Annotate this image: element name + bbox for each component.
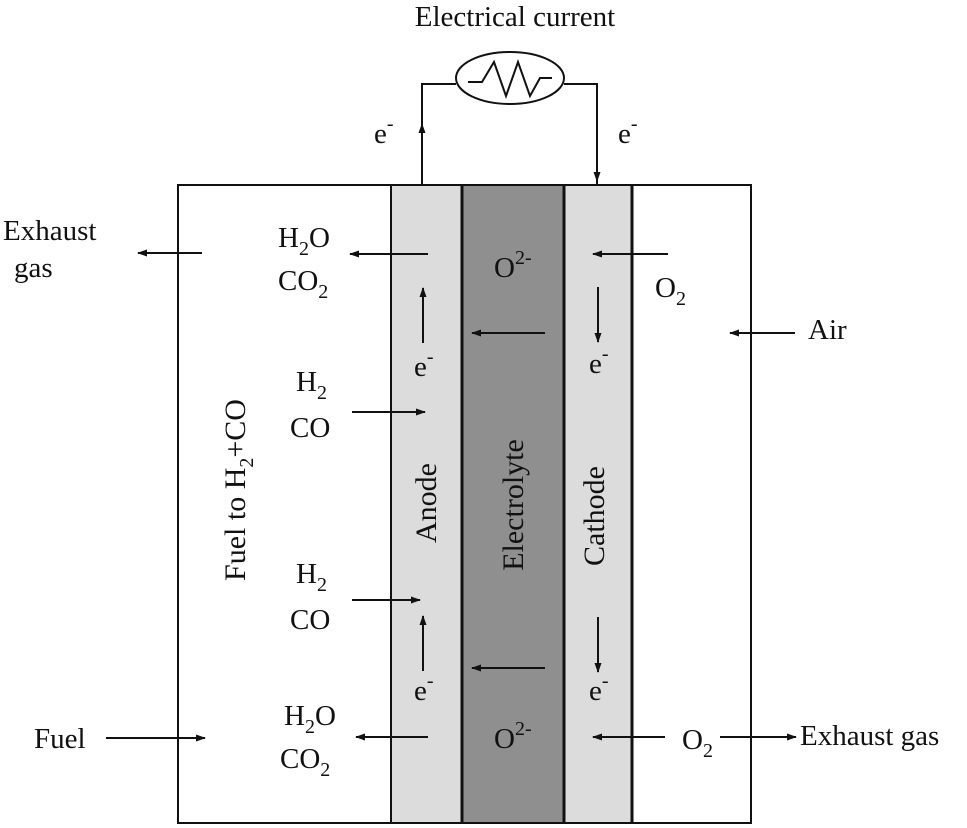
co2-top-label: CO2: [278, 265, 328, 303]
oxide-ion-bottom-label: O2-: [494, 718, 532, 755]
exhaust-gas-right-label: Exhaust gas: [800, 720, 939, 752]
resistor-icon: [455, 51, 565, 105]
circuit-title: Electrical current: [415, 1, 615, 33]
h2o-top-label: H2O: [278, 222, 330, 260]
o2-top-label: O2: [655, 272, 686, 310]
cathode-electron-top-label: e-: [589, 343, 609, 380]
oxide-ion-top-label: O2-: [494, 247, 532, 284]
electrolyte-label: Electrolyte: [497, 439, 530, 571]
circuit-wire-right: [564, 83, 598, 185]
anode-layer: [390, 184, 463, 824]
co-mid2-label: CO: [290, 604, 330, 636]
co2-bottom-label: CO2: [280, 743, 330, 781]
exhaust-gas-left-line1: Exhaust: [3, 215, 96, 247]
h2o-bottom-label: H2O: [284, 700, 336, 738]
anode-electron-top-label: e-: [414, 346, 434, 383]
circuit-wire-left: [421, 83, 456, 185]
electrolyte-layer: [461, 184, 565, 824]
o2-bottom-label: O2: [682, 724, 713, 762]
h2-mid1-label: H2: [296, 366, 327, 404]
electron-label-left: e-: [374, 113, 394, 150]
h2-mid2-label: H2: [296, 558, 327, 596]
co-mid1-label: CO: [290, 412, 330, 444]
air-label: Air: [808, 314, 847, 346]
anode-label: Anode: [410, 463, 443, 543]
cathode-electron-bottom-label: e-: [589, 670, 609, 707]
cathode-label: Cathode: [578, 466, 611, 566]
anode-electron-bottom-label: e-: [414, 670, 434, 707]
fuel-channel-label: Fuel to H2+CO: [219, 399, 258, 581]
fuel-label: Fuel: [34, 723, 86, 755]
electron-label-right: e-: [618, 113, 638, 150]
exhaust-gas-left-line2: gas: [14, 252, 53, 284]
